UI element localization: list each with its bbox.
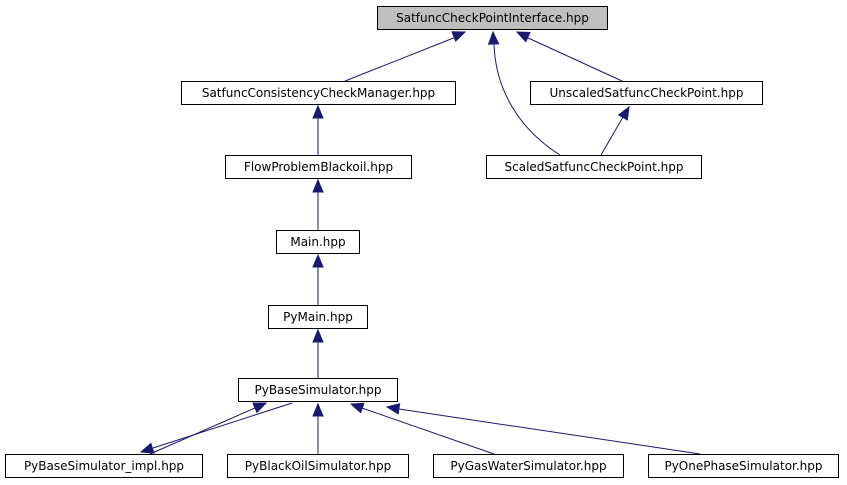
node-py-base-simulator[interactable]: PyBaseSimulator.hpp [238,378,398,402]
edge-scaled-to-interface [493,42,561,156]
node-main[interactable]: Main.hpp [276,230,360,254]
edge-flow-problem-to-consistency-arrowhead [312,104,324,119]
edge-one-phase-to-py-base-arrowhead [385,403,401,415]
edge-scaled-to-interface-arrowhead [487,30,500,45]
edge-gas-water-to-py-base-arrowhead [349,402,365,414]
edge-consistency-manager-to-interface-arrowhead [451,31,467,42]
node-satfunc-check-point-interface: SatfuncCheckPointInterface.hpp [377,6,608,30]
edge-black-oil-to-py-base-arrowhead [312,402,324,417]
node-satfunc-consistency-check-manager[interactable]: SatfuncConsistencyCheckManager.hpp [181,81,456,105]
edge-one-phase-to-py-base [398,408,701,455]
edge-unscaled-to-interface-arrowhead [515,31,531,43]
edge-py-base-to-impl-arrowhead [139,442,155,454]
node-py-one-phase-simulator[interactable]: PyOnePhaseSimulator.hpp [648,454,839,478]
edge-impl-to-py-base-arrowhead [252,402,268,414]
edge-gas-water-to-py-base [361,407,495,455]
node-py-black-oil-simulator[interactable]: PyBlackOilSimulator.hpp [227,454,409,478]
edge-py-base-to-py-main-arrowhead [312,328,324,343]
edge-impl-to-py-base [149,407,256,455]
node-py-gas-water-simulator[interactable]: PyGasWaterSimulator.hpp [433,454,624,478]
node-scaled-satfunc-check-point[interactable]: ScaledSatfuncCheckPoint.hpp [486,155,702,179]
node-flow-problem-blackoil[interactable]: FlowProblemBlackoil.hpp [225,155,412,179]
node-unscaled-satfunc-check-point[interactable]: UnscaledSatfuncCheckPoint.hpp [530,81,763,105]
edge-main-to-flow-problem-arrowhead [312,178,324,193]
edge-py-base-to-impl [152,402,293,449]
edge-consistency-manager-to-interface [344,36,457,82]
edge-scaled-to-unscaled [600,116,624,156]
node-py-main[interactable]: PyMain.hpp [268,305,368,329]
edge-layer [139,30,701,455]
node-py-base-simulator-impl[interactable]: PyBaseSimulator_impl.hpp [5,454,203,478]
edge-scaled-to-unscaled-arrowhead [617,105,630,121]
edge-unscaled-to-interface [525,36,623,82]
edge-py-main-to-main-arrowhead [312,253,324,268]
